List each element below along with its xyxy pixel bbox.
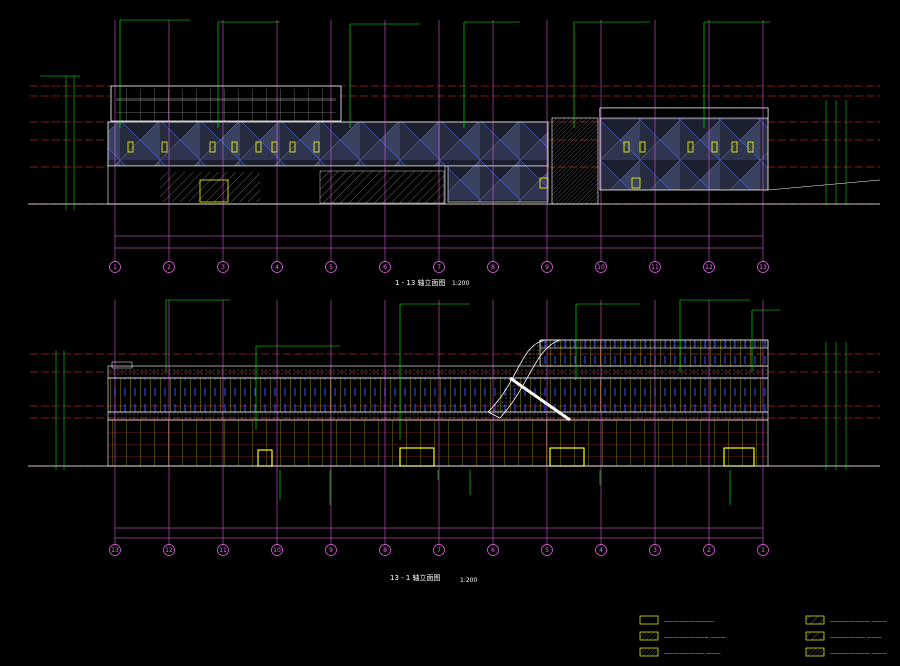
- axis-bubble: [487, 261, 499, 273]
- lower-elevation-scale: 1:200: [460, 577, 477, 584]
- axis-bubble: [271, 261, 283, 273]
- axis-bubble: [109, 261, 121, 273]
- axis-bubble: [433, 544, 445, 556]
- axis-bubble: [541, 261, 553, 273]
- axis-bubble: [163, 544, 175, 556]
- legend-label: ————————— ———: [664, 635, 726, 641]
- axis-label: 13: [759, 264, 767, 271]
- axis-label: 5: [545, 547, 549, 554]
- axis-bubble: [757, 261, 769, 273]
- axis-label: 4: [599, 547, 603, 554]
- legend-swatch: [639, 647, 659, 657]
- axis-label: 10: [597, 264, 605, 271]
- axis-label: 13: [111, 547, 119, 554]
- legend: —————————— ———————— ——— ————————— ——— —————…: [639, 615, 887, 657]
- axis-label: 7: [437, 264, 441, 271]
- axis-label: 3: [653, 547, 657, 554]
- axis-bubble: [487, 544, 499, 556]
- axis-label: 11: [651, 264, 659, 271]
- legend-swatch: [639, 615, 659, 625]
- axis-label: 9: [545, 264, 549, 271]
- legend-swatch: [805, 647, 825, 657]
- legend-label: ———————— ———: [830, 619, 887, 625]
- axis-bubble: [325, 544, 337, 556]
- axis-bubble: [379, 544, 391, 556]
- legend-label: ———————— ———: [664, 651, 721, 657]
- axis-label: 2: [707, 547, 711, 554]
- axis-label: 12: [705, 264, 713, 271]
- upper-elevation-title: 1 - 13 轴立面图: [395, 278, 446, 287]
- axis-bubble: [757, 544, 769, 556]
- upper-elevation-scale: 1:200: [452, 280, 469, 287]
- axis-bubble: [271, 544, 283, 556]
- axis-bubble: [109, 544, 121, 556]
- axis-label: 10: [273, 547, 281, 554]
- axis-label: 3: [221, 264, 225, 271]
- axis-bubble: [595, 261, 607, 273]
- lower-elevation-title: 13 - 1 轴立面图: [390, 573, 441, 582]
- axis-bubble: [379, 261, 391, 273]
- axis-label: 4: [275, 264, 279, 271]
- legend-label: ——————— ———: [830, 635, 882, 641]
- axis-label: 7: [437, 547, 441, 554]
- axis-bubble: [217, 261, 229, 273]
- axis-label: 1: [761, 547, 765, 554]
- axis-bubble: [217, 544, 229, 556]
- axis-label: 8: [383, 547, 387, 554]
- axis-bubble: [595, 544, 607, 556]
- axis-label: 1: [113, 264, 117, 271]
- legend-swatch: [805, 615, 825, 625]
- axis-label: 12: [165, 547, 173, 554]
- legend-label: ———————— ———: [830, 651, 887, 657]
- axis-bubble: [325, 261, 337, 273]
- axis-bubble: [703, 261, 715, 273]
- legend-swatch: [639, 631, 659, 641]
- axis-bubble: [433, 261, 445, 273]
- axis-label: 2: [167, 264, 171, 271]
- axis-label: 11: [219, 547, 227, 554]
- axis-label: 6: [383, 264, 387, 271]
- axis-bubble: [649, 544, 661, 556]
- axis-bubble: [541, 544, 553, 556]
- legend-label: ——————————: [664, 619, 714, 625]
- axis-bubble: [703, 544, 715, 556]
- axis-bubble: [163, 261, 175, 273]
- axis-label: 8: [491, 264, 495, 271]
- axis-label: 6: [491, 547, 495, 554]
- axis-bubble: [649, 261, 661, 273]
- axis-label: 9: [329, 547, 333, 554]
- axis-label: 5: [329, 264, 333, 271]
- lower-elevation: 13 12 11 10 9 8 7 6 5 4 3 2 1 13 - 1 轴立面图 1:200: [28, 299, 880, 584]
- legend-swatch: [805, 631, 825, 641]
